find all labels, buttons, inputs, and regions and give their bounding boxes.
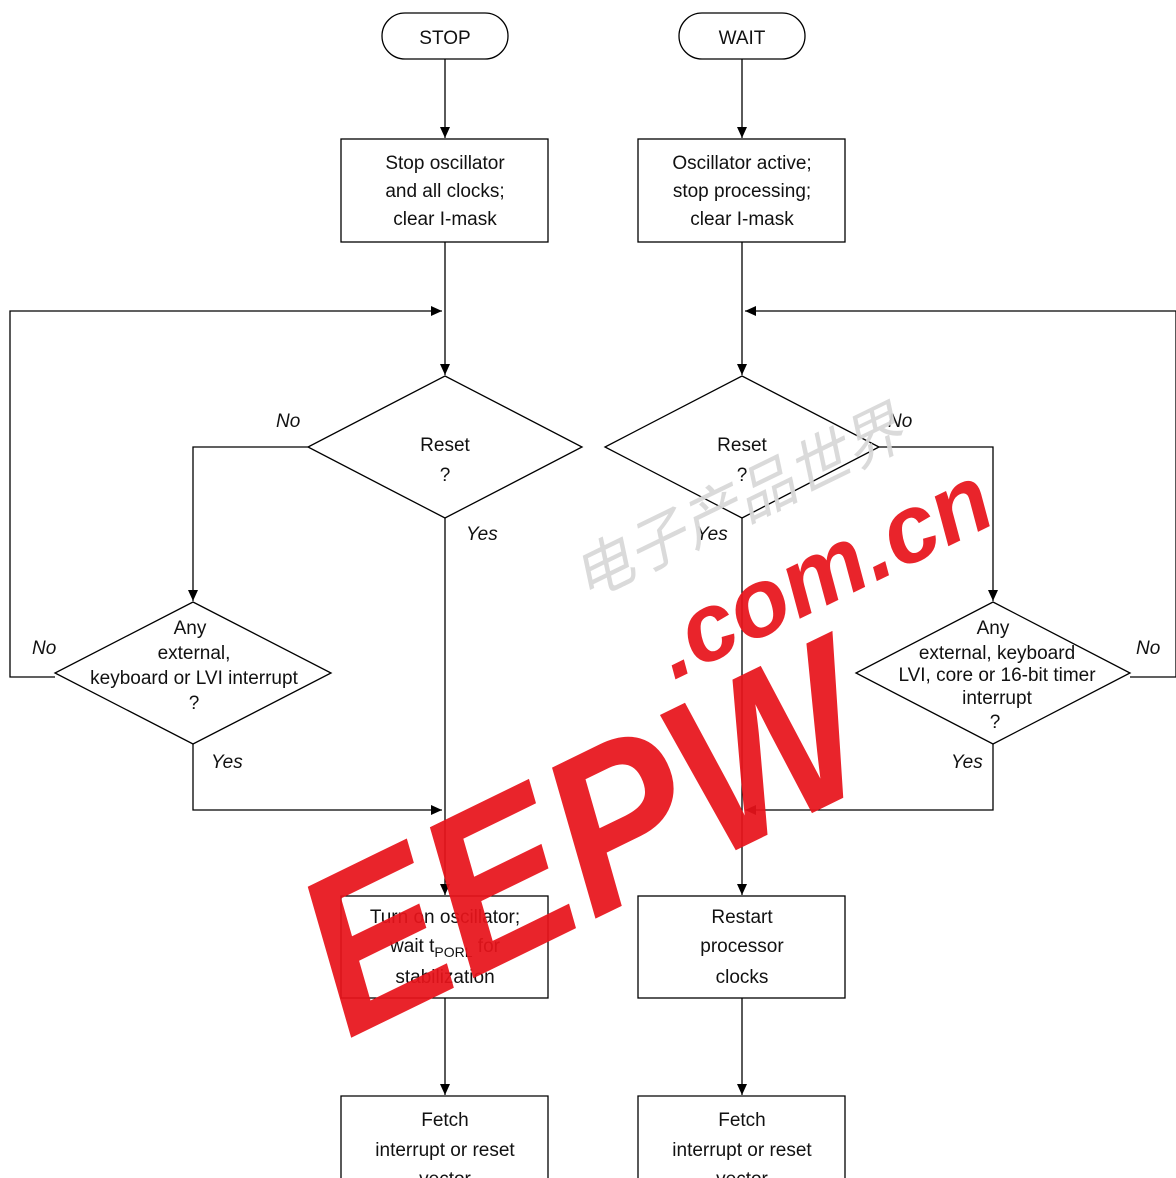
stop-interrupt-line3: keyboard or LVI interrupt bbox=[90, 668, 298, 689]
stop-interrupt-line1: Any bbox=[174, 618, 207, 639]
wait-step3-box bbox=[637, 1095, 846, 1178]
wait-interrupt-line5: ? bbox=[990, 712, 1001, 733]
stop-step1-line1: Stop oscillator bbox=[385, 153, 505, 174]
stop-step2-line1: Turn on oscillator; bbox=[370, 907, 520, 928]
wait-step1-line3: clear I-mask bbox=[690, 209, 794, 230]
wait-reset-yes-label: Yes bbox=[696, 524, 728, 545]
wait-interrupt-line4: interrupt bbox=[962, 688, 1032, 709]
stop-step3-box bbox=[340, 1095, 549, 1178]
wait-step2-line1: Restart bbox=[711, 907, 773, 928]
wait-step1-line2: stop processing; bbox=[673, 181, 811, 202]
stop-step2-line3: stabilization bbox=[395, 967, 494, 988]
wait-reset-no-label: No bbox=[888, 411, 912, 432]
stop-step1-line3: clear I-mask bbox=[393, 209, 497, 230]
wait-step2-line2: processor bbox=[700, 936, 784, 957]
stop-interrupt-no-label: No bbox=[32, 638, 56, 659]
stop-step1-line2: and all clocks; bbox=[385, 181, 504, 202]
stop-loop-line bbox=[9, 306, 442, 678]
wait-step2-box bbox=[637, 895, 846, 999]
stop-step3-line3: vector bbox=[419, 1169, 471, 1178]
wait-step3-line1: Fetch bbox=[718, 1110, 766, 1131]
stop-reset-line2: ? bbox=[440, 465, 451, 486]
wait-reset-line1: Reset bbox=[717, 435, 767, 456]
stop-step2-line2: wait tPORL for bbox=[389, 936, 501, 960]
wait-interrupt-line2: external, keyboard bbox=[919, 643, 1075, 664]
wait-loop-line bbox=[745, 306, 1176, 678]
wait-interrupt-line3: LVI, core or 16-bit timer bbox=[898, 665, 1096, 686]
stop-interrupt-yes-label: Yes bbox=[211, 752, 243, 773]
stop-step3-line1: Fetch bbox=[421, 1110, 469, 1131]
wait-step3-line2: interrupt or reset bbox=[672, 1140, 812, 1161]
wait-step2-line3: clocks bbox=[716, 967, 769, 988]
stop-reset-yes-label: Yes bbox=[466, 524, 498, 545]
stop-reset-line1: Reset bbox=[420, 435, 470, 456]
stop-interrupt-line2: external, bbox=[158, 643, 231, 664]
wait-interrupt-yes-label: Yes bbox=[951, 752, 983, 773]
wait-interrupt-no-label: No bbox=[1136, 638, 1160, 659]
stop-step3-line2: interrupt or reset bbox=[375, 1140, 515, 1161]
wait-step1-box bbox=[637, 138, 846, 243]
stop-interrupt-yes-line bbox=[192, 744, 442, 815]
stop-terminal-label: STOP bbox=[419, 28, 470, 49]
wait-step3-line3: vector bbox=[716, 1169, 768, 1178]
wait-reset-line2: ? bbox=[737, 465, 748, 486]
wait-interrupt-line1: Any bbox=[977, 618, 1010, 639]
wait-reset-no-line bbox=[879, 446, 998, 601]
stop-step1-box bbox=[340, 138, 549, 243]
watermark-brand: EEPW bbox=[259, 586, 922, 1082]
wait-terminal-label: WAIT bbox=[719, 28, 766, 49]
stop-reset-no-line bbox=[188, 446, 308, 601]
wait-interrupt-yes-line bbox=[745, 744, 994, 815]
stop-interrupt-line4: ? bbox=[189, 693, 200, 714]
wait-step1-line1: Oscillator active; bbox=[672, 153, 811, 174]
stop-reset-no-label: No bbox=[276, 411, 300, 432]
